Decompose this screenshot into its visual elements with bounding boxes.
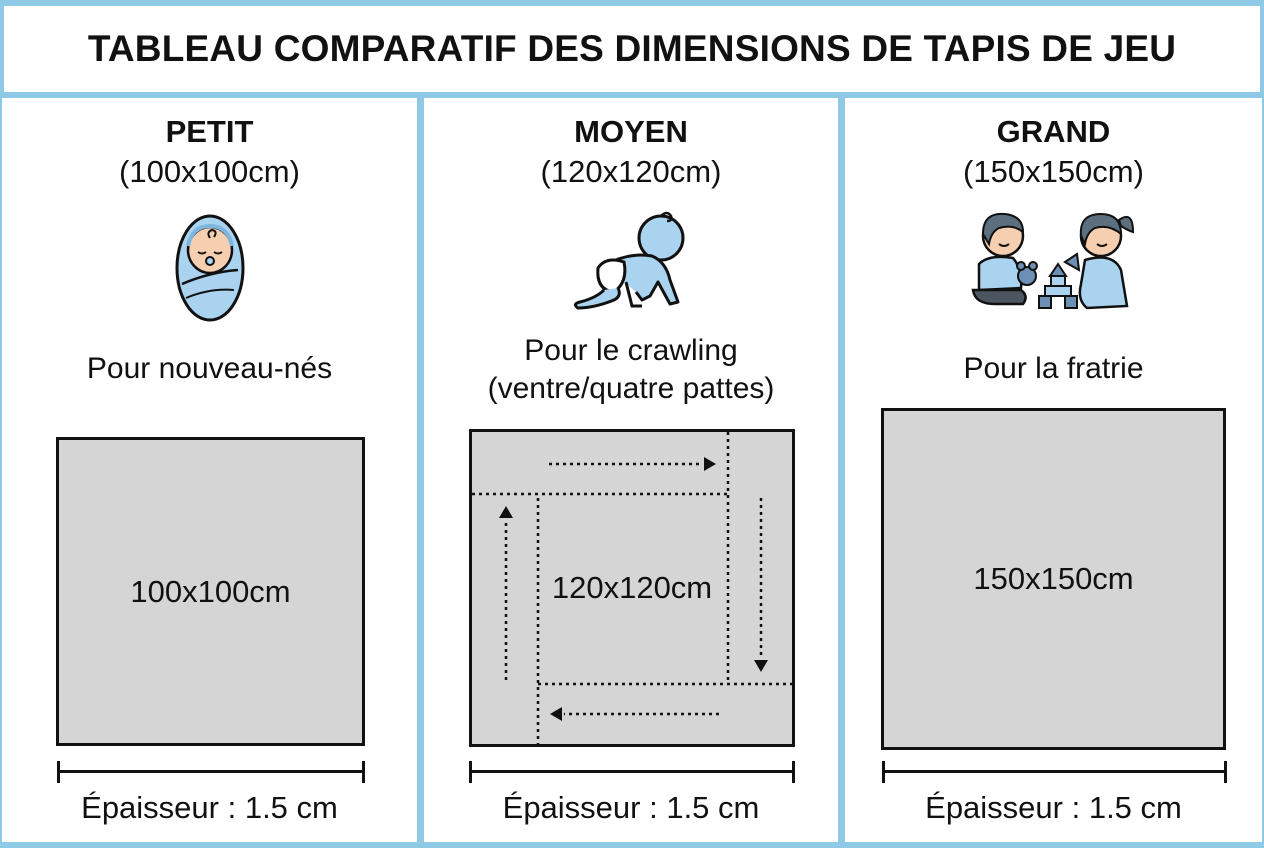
thickness-label: Épaisseur : 1.5 cm — [925, 790, 1182, 825]
column-heading: PETIT (100x100cm) — [2, 112, 417, 192]
icon-container — [2, 210, 417, 322]
crawl-path-arrows — [472, 432, 792, 744]
size-name: MOYEN — [574, 114, 688, 149]
title-bar: TABLEAU COMPARATIF DES DIMENSIONS DE TAP… — [4, 6, 1260, 92]
icon-container — [845, 204, 1262, 316]
size-dims: (100x100cm) — [119, 154, 300, 189]
thickness-label: Épaisseur : 1.5 cm — [81, 790, 338, 825]
size-name: PETIT — [165, 114, 254, 149]
mat-label: 120x120cm — [551, 570, 713, 605]
thickness-bar — [882, 761, 1227, 783]
caption-line: Pour le crawling — [524, 334, 738, 367]
swaddled-newborn-icon — [175, 214, 244, 322]
mat-label: 150x150cm — [973, 561, 1134, 596]
column-grand: GRAND (150x150cm) — [845, 98, 1262, 842]
column-heading: MOYEN (120x120cm) — [424, 112, 838, 192]
mat-diagram-small: 100x100cm — [56, 437, 365, 746]
column-heading: GRAND (150x150cm) — [845, 112, 1262, 192]
siblings-playing-icon — [971, 212, 1134, 310]
column-petit: PETIT (100x100cm) Pour nouveau-nés 100x1… — [2, 98, 417, 842]
size-dims: (150x150cm) — [963, 154, 1144, 189]
icon-container — [424, 210, 838, 315]
thickness-bar — [469, 761, 795, 783]
caption-line: Pour la fratrie — [963, 352, 1144, 385]
usage-caption: Pour la fratrie — [845, 350, 1262, 388]
usage-caption: Pour nouveau-nés — [2, 350, 417, 388]
size-name: GRAND — [996, 114, 1111, 149]
size-dims: (120x120cm) — [540, 154, 722, 189]
thickness-label: Épaisseur : 1.5 cm — [502, 790, 760, 825]
caption-line: (ventre/quatre pattes) — [487, 372, 775, 405]
usage-caption: Pour le crawling (ventre/quatre pattes) — [424, 332, 838, 408]
caption-line: Pour nouveau-nés — [86, 352, 333, 385]
page-title: TABLEAU COMPARATIF DES DIMENSIONS DE TAP… — [87, 28, 1177, 69]
mat-diagram-medium: 120x120cm — [469, 429, 795, 747]
mat-label: 100x100cm — [130, 573, 291, 609]
column-moyen: MOYEN (120x120cm) Pour le crawling (vent… — [424, 98, 838, 842]
mat-diagram-large: 150x150cm — [881, 408, 1226, 750]
thickness-bar — [57, 761, 365, 783]
crawling-baby-icon — [573, 211, 685, 310]
